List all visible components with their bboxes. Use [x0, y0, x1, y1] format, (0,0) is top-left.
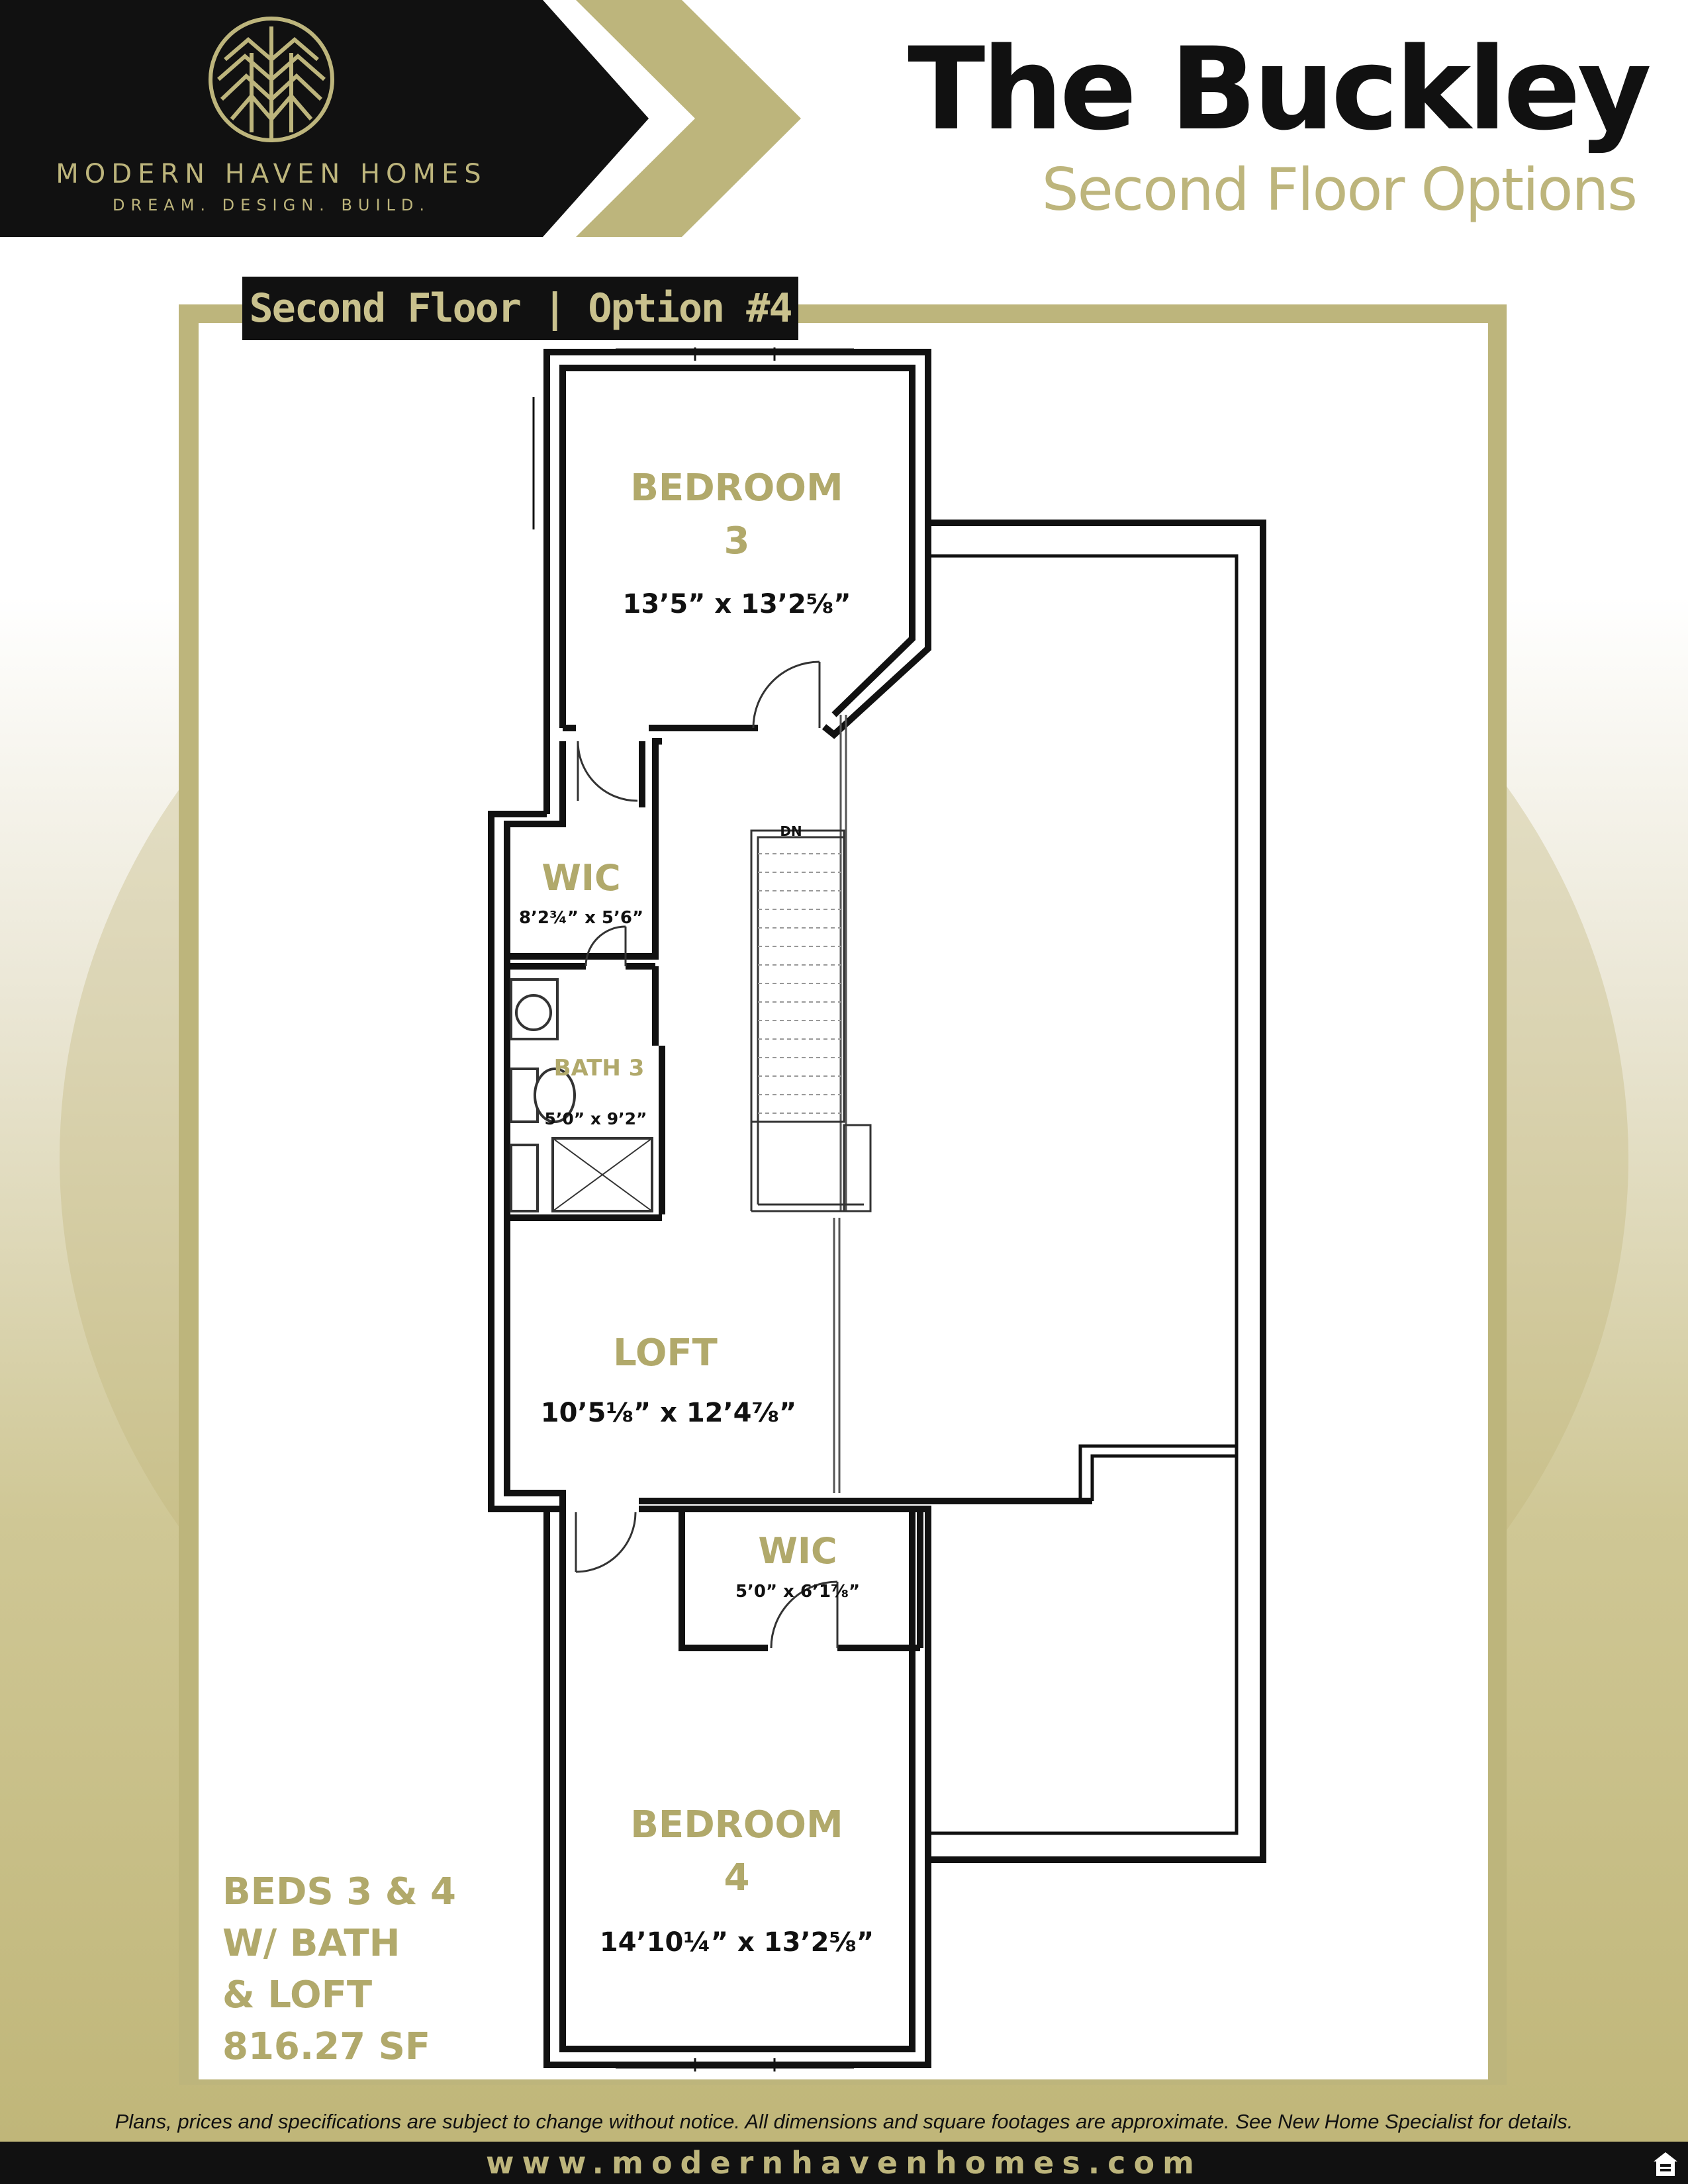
- room-dims-bedroom4: 14’10¼” x 13’2⅝”: [599, 1927, 874, 1958]
- equal-housing-opportunity-icon: [1654, 2152, 1677, 2176]
- wall-wic-lower: [679, 1509, 768, 1651]
- summary-line-2: W/ BATH: [222, 1922, 400, 1965]
- summary-line-1: BEDS 3 & 4: [222, 1870, 457, 1913]
- footer-bar: [0, 2142, 1688, 2184]
- room-dims-wic-upper: 8’2¾” x 5’6”: [518, 908, 644, 928]
- stairs-down-label: DN: [780, 823, 802, 839]
- room-label-wic-lower: WIC: [758, 1530, 837, 1572]
- brand-tagline: DREAM. DESIGN. BUILD.: [112, 196, 431, 214]
- wall-bedroom3-outer: [543, 349, 931, 814]
- wall-wic-upper: [507, 738, 662, 960]
- room-dims-wic-lower: 5’0” x 6’1⅞”: [735, 1582, 861, 1602]
- plan-summary: BEDS 3 & 4 W/ BATH & LOFT 816.27 SF: [222, 1866, 456, 2073]
- room-label-loft: LOFT: [613, 1332, 718, 1375]
- summary-line-3: & LOFT: [222, 1974, 373, 2017]
- wall-bedroom3-inner: [559, 365, 915, 728]
- room-label-bedroom3: BEDROOM: [630, 467, 843, 510]
- room-dims-bedroom3: 13’5” x 13’2⅝”: [622, 589, 851, 619]
- header-logo-banner: [0, 0, 649, 237]
- room-dims-loft: 10’5⅛” x 12’4⅞”: [540, 1398, 797, 1428]
- option-tab: Second Floor | Option #4: [242, 277, 798, 340]
- disclaimer-text: Plans, prices and specifications are sub…: [115, 2110, 1573, 2133]
- room-dims-bath3: 5’0” x 9’2”: [544, 1109, 647, 1128]
- wall-left-interior: [504, 741, 566, 1496]
- room-number-bedroom3: 3: [724, 520, 750, 563]
- room-label-wic-upper: WIC: [541, 857, 621, 899]
- page-subtitle: Second Floor Options: [1041, 156, 1638, 224]
- staircase: [750, 829, 872, 1212]
- brand-name: MODERN HAVEN HOMES: [56, 159, 487, 189]
- room-label-bedroom4: BEDROOM: [630, 1803, 843, 1846]
- summary-square-footage: 816.27 SF: [222, 2025, 431, 2068]
- website-url[interactable]: www.modernhavenhomes.com: [486, 2145, 1202, 2181]
- page-title: The Buckley: [908, 23, 1652, 156]
- room-number-bedroom4: 4: [724, 1856, 750, 1899]
- bath-fixtures: [510, 978, 653, 1212]
- room-label-bath3: BATH 3: [553, 1055, 645, 1081]
- wall-bedroom4-inner: [559, 1490, 915, 2052]
- wall-right-open-outer: [928, 520, 1266, 1863]
- wall-left-exterior: [488, 811, 564, 1512]
- logo-icon: [209, 17, 334, 142]
